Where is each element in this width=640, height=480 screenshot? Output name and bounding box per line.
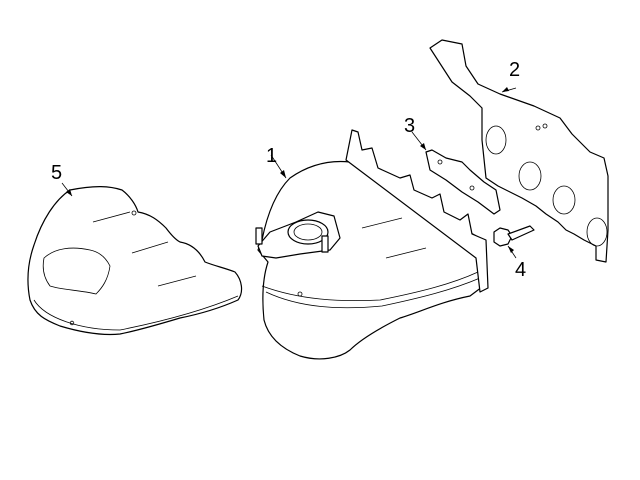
callout-1: 1 [266, 145, 278, 167]
part-1-intake-manifold [255, 129, 489, 360]
part-5-engine-cover [27, 182, 243, 336]
callout-4: 4 [515, 259, 527, 281]
part-3-gasket-strip [411, 131, 501, 215]
callout-2: 2 [509, 59, 521, 81]
callout-3: 3 [404, 115, 416, 137]
part-4-flange-bolt [493, 225, 535, 259]
part-2-exhaust-plate [429, 39, 609, 263]
callout-5: 5 [51, 162, 63, 184]
